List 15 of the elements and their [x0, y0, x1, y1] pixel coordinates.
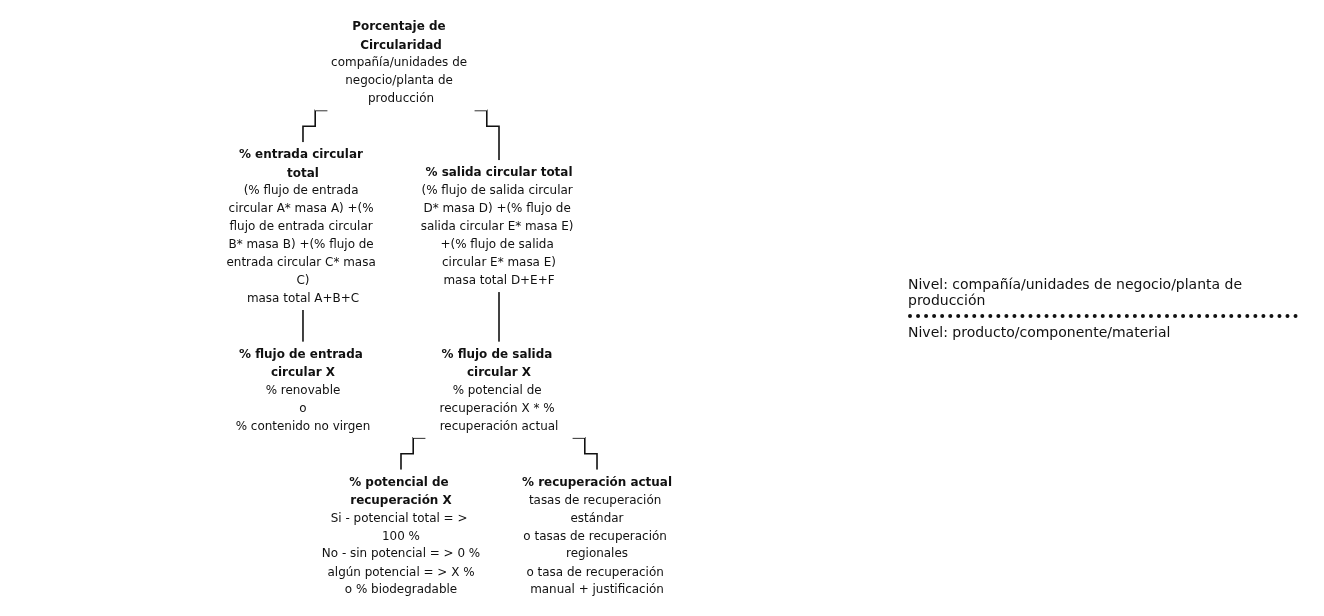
connector — [302, 309, 304, 343]
connector — [473, 109, 500, 161]
node-text: Porcentaje de Circularidad compañía/unidades de negocio/planta de producción — [331, 19, 468, 106]
connector — [302, 109, 329, 144]
node-text: % flujo de salida circular X % potencial de recuperación X * % recuperación actual — [439, 346, 559, 433]
node-text: % salida circular total (% flujo de salida circular D* masa D) +(% flujo de salida circular E* masa E) +(% flujo de salida circular E* masa E) masa total D+E+F — [420, 164, 574, 287]
connector — [400, 437, 427, 471]
node-text: % flujo de entrada circular X % renovable o % contenido no virgen — [235, 346, 371, 433]
node-text: % potencial de recuperación X Si - potencial total = > 100 % No - sin potencial = > 0 % algún potencial = > X % o % biodegradable — [321, 474, 481, 597]
node-text: % recuperación actual tasas de recuperación estándar o tasas de recuperación regionales o tasa de recuperación manual + justificación — [522, 474, 672, 597]
level-label: Nivel: compañía/unidades de negocio/planta de producción — [908, 276, 1244, 308]
connector — [498, 291, 500, 343]
connector — [571, 437, 598, 471]
node-text: % entrada circular total (% flujo de entrada circular A* masa A) +(% flujo de entrada circular B* masa B) +(% flujo de entrada circular C* masa C) masa total A+B+C — [226, 147, 376, 305]
level-label: Nivel: producto/componente/material — [908, 324, 1172, 340]
